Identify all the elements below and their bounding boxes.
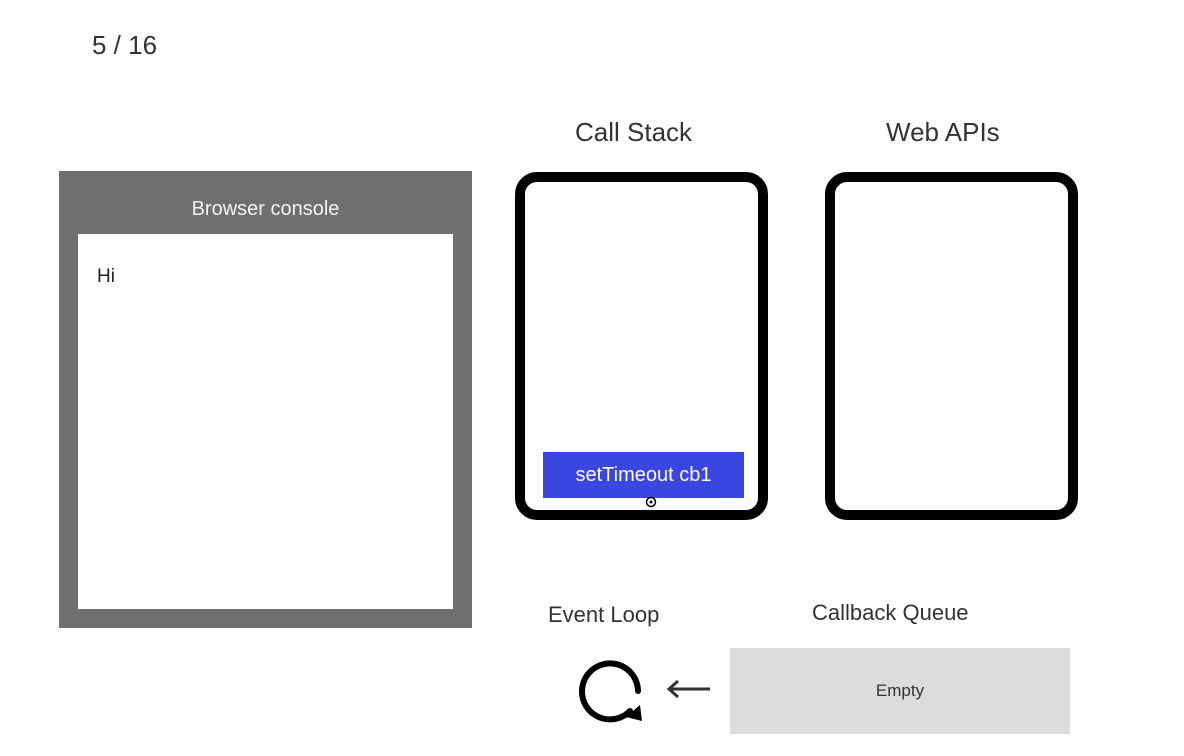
web-apis-heading: Web APIs <box>886 117 1000 147</box>
arrow-left-icon <box>666 679 710 699</box>
call-stack-heading: Call Stack <box>575 117 693 147</box>
browser-console-output: Hi <box>78 234 453 609</box>
callback-queue-content: Empty <box>875 681 925 700</box>
browser-console-panel: Browser console Hi <box>59 171 472 628</box>
callback-queue-heading: Callback Queue <box>812 600 969 625</box>
call-stack-frame: setTimeout cb1 <box>515 172 768 520</box>
call-stack-item: setTimeout cb1 <box>543 452 744 498</box>
mouse-cursor-icon <box>645 496 657 508</box>
web-apis-frame <box>825 172 1078 520</box>
callback-queue-box: Empty <box>730 648 1070 734</box>
browser-console-title: Browser console <box>191 198 340 220</box>
page-counter: 5 / 16 <box>92 30 158 60</box>
loop-arrow-icon <box>579 660 642 723</box>
event-loop-heading: Event Loop <box>548 602 660 627</box>
console-line: Hi <box>97 266 115 287</box>
